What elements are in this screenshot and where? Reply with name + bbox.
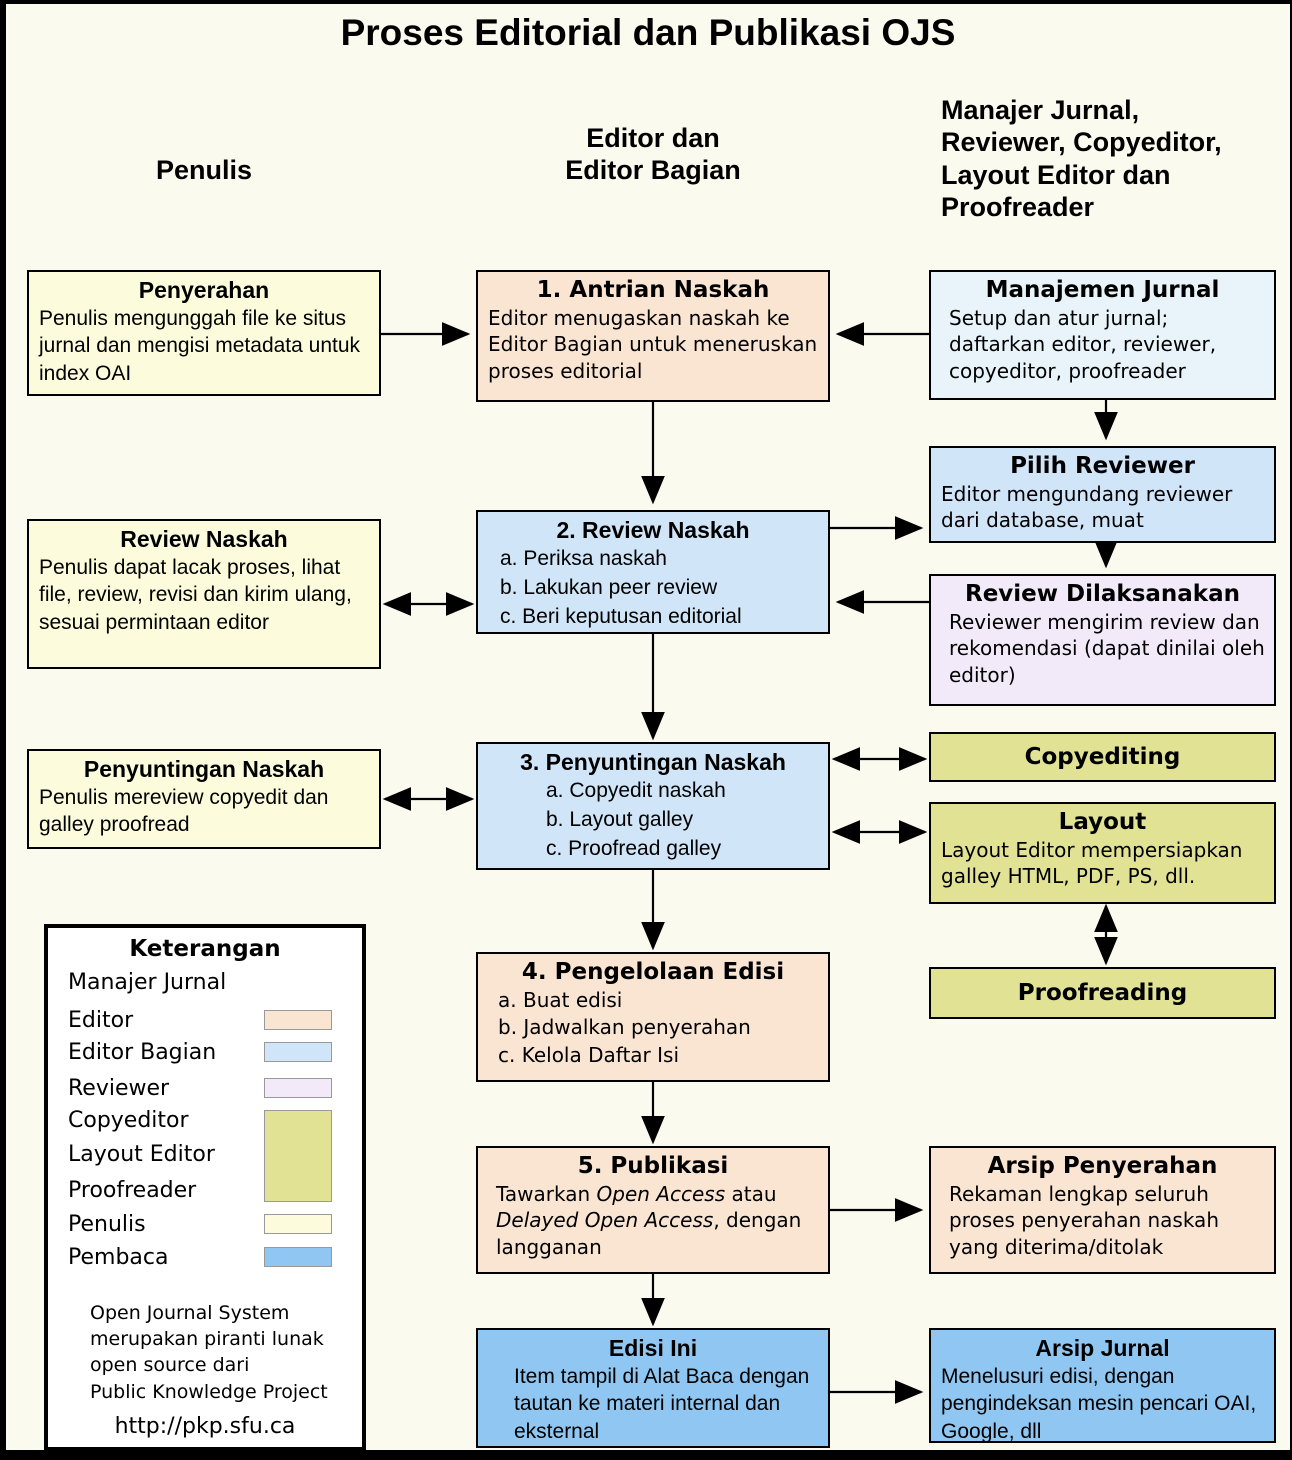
box-pengelolaan-item-c: c. Kelola Daftar Isi [498, 1042, 679, 1067]
legend-url: http://pkp.sfu.ca [114, 1414, 296, 1439]
box-penyuntingan-item-c: c. Proofread galley [546, 836, 722, 860]
column-header-manajer: Manajer Jurnal, Reviewer, Copyeditor, La… [941, 95, 1222, 223]
box-arsip-penyerahan: Arsip Penyerahan Rekaman lengkap seluruh… [929, 1146, 1276, 1274]
box-publikasi-title: 5. Publikasi [577, 1153, 729, 1179]
box-publikasi: 5. Publikasi Tawarkan Open Access atau D… [476, 1146, 830, 1274]
box-arsip-jurnal: Arsip Jurnal Menelusuri edisi, dengan pe… [929, 1328, 1276, 1443]
legend-label-copyeditor: Copyeditor [68, 1108, 189, 1133]
legend: Keterangan Manajer Jurnal Editor Editor … [44, 924, 366, 1450]
box-review-naskah-title: 2. Review Naskah [556, 517, 750, 543]
box-arsip-penyerahan-body: Rekaman lengkap seluruh proses penyeraha… [949, 1181, 1219, 1259]
box-copyediting: Copyediting [929, 732, 1276, 782]
box-manajemen-jurnal-title: Manajemen Jurnal [985, 277, 1220, 303]
box-review-naskah-item-c: c. Beri keputusan editorial [500, 604, 742, 628]
box-review-naskah-penulis-title: Review Naskah [120, 526, 288, 552]
box-review-dilaksanakan-body: Reviewer mengirim review dan rekomendasi… [949, 609, 1265, 687]
column-header-penulis: Penulis [155, 155, 253, 185]
box-penyerahan-body: Penulis mengunggah file ke situs jurnal … [39, 306, 361, 386]
legend-label-manajer-jurnal: Manajer Jurnal [68, 970, 227, 995]
box-manajemen-jurnal: Manajemen Jurnal Setup dan atur jurnal; … [929, 270, 1276, 400]
box-penyuntingan-item-a: a. Copyedit naskah [546, 778, 726, 802]
box-penyuntingan-item-b: b. Layout galley [546, 807, 694, 831]
legend-label-editor-bagian: Editor Bagian [68, 1040, 217, 1065]
box-review-naskah-item-a: a. Periksa naskah [500, 546, 667, 570]
box-antrian-naskah-body: Editor menugaskan naskah ke Editor Bagia… [488, 305, 818, 383]
box-penyuntingan-penulis: Penyuntingan Naskah Penulis mereview cop… [27, 749, 381, 849]
box-layout: Layout Layout Editor mempersiapkan galle… [929, 802, 1276, 904]
legend-label-editor: Editor [68, 1008, 134, 1033]
box-penyuntingan-penulis-body: Penulis mereview copyedit dan galley pro… [39, 785, 329, 837]
box-penyuntingan-naskah-title: 3. Penyuntingan Naskah [520, 749, 786, 775]
box-review-naskah: 2. Review Naskah a. Periksa naskah b. La… [476, 510, 830, 634]
box-review-naskah-penulis: Review Naskah Penulis dapat lacak proses… [27, 519, 381, 669]
box-arsip-jurnal-title: Arsip Jurnal [1035, 1335, 1170, 1361]
box-layout-title: Layout [1058, 809, 1147, 835]
box-edisi-ini-body: Item tampil di Alat Baca dengan tautan k… [514, 1364, 810, 1444]
box-penyuntingan-penulis-title: Penyuntingan Naskah [83, 756, 325, 782]
legend-footer: Open Journal System merupakan piranti lu… [90, 1302, 328, 1403]
legend-swatch-penulis [264, 1214, 332, 1234]
legend-label-pembaca: Pembaca [68, 1245, 169, 1270]
box-proofreading-title: Proofreading [1017, 979, 1188, 1006]
box-edisi-ini-title: Edisi Ini [608, 1335, 698, 1361]
box-pengelolaan-edisi-title: 4. Pengelolaan Edisi [521, 959, 785, 985]
box-penyuntingan-naskah: 3. Penyuntingan Naskah a. Copyedit naska… [476, 742, 830, 870]
box-review-dilaksanakan-title: Review Dilaksanakan [964, 581, 1240, 607]
legend-label-proofreader: Proofreader [68, 1178, 197, 1203]
box-review-dilaksanakan: Review Dilaksanakan Reviewer mengirim re… [929, 574, 1276, 706]
box-arsip-jurnal-body: Menelusuri edisi, dengan pengindeksan me… [941, 1364, 1257, 1444]
legend-swatch-pembaca [264, 1247, 332, 1267]
legend-swatch-reviewer [264, 1078, 332, 1098]
legend-swatch-editor [264, 1010, 332, 1030]
legend-swatch-editor-bagian [264, 1042, 332, 1062]
box-pengelolaan-item-a: a. Buat edisi [498, 987, 623, 1012]
box-antrian-naskah: 1. Antrian Naskah Editor menugaskan nask… [476, 270, 830, 402]
legend-label-layout-editor: Layout Editor [68, 1142, 215, 1167]
box-manajemen-jurnal-body: Setup dan atur jurnal; daftarkan editor,… [949, 305, 1217, 383]
box-pilih-reviewer-body: Editor mengundang reviewer dari database… [941, 481, 1233, 533]
box-review-naskah-penulis-body: Penulis dapat lacak proses, lihat file, … [39, 555, 352, 635]
box-pengelolaan-edisi: 4. Pengelolaan Edisi a. Buat edisi b. Ja… [476, 952, 830, 1082]
box-layout-body: Layout Editor mempersiapkan galley HTML,… [941, 837, 1243, 889]
box-review-naskah-item-b: b. Lakukan peer review [500, 575, 718, 599]
page-title: Proses Editorial dan Publikasi OJS [340, 12, 956, 53]
flow-arrows [381, 322, 1118, 1404]
box-pilih-reviewer-title: Pilih Reviewer [1010, 453, 1195, 479]
legend-title: Keterangan [129, 936, 281, 962]
box-pengelolaan-item-b: b. Jadwalkan penyerahan [498, 1015, 751, 1040]
box-antrian-naskah-title: 1. Antrian Naskah [536, 277, 770, 303]
column-header-editor: Editor dan Editor Bagian [565, 123, 741, 186]
box-edisi-ini: Edisi Ini Item tampil di Alat Baca denga… [476, 1328, 830, 1448]
legend-swatch-copyeditor-layout-proofreader [264, 1110, 332, 1202]
box-copyediting-title: Copyediting [1024, 743, 1181, 770]
box-penyerahan: Penyerahan Penulis mengunggah file ke si… [27, 270, 381, 396]
box-proofreading: Proofreading [929, 967, 1276, 1019]
box-pilih-reviewer: Pilih Reviewer Editor mengundang reviewe… [929, 446, 1276, 543]
legend-label-reviewer: Reviewer [68, 1076, 170, 1101]
box-arsip-penyerahan-title: Arsip Penyerahan [987, 1153, 1218, 1179]
legend-label-penulis: Penulis [68, 1212, 146, 1237]
box-penyerahan-title: Penyerahan [138, 277, 270, 303]
box-publikasi-body: Tawarkan Open Access atau Delayed Open A… [496, 1181, 802, 1259]
